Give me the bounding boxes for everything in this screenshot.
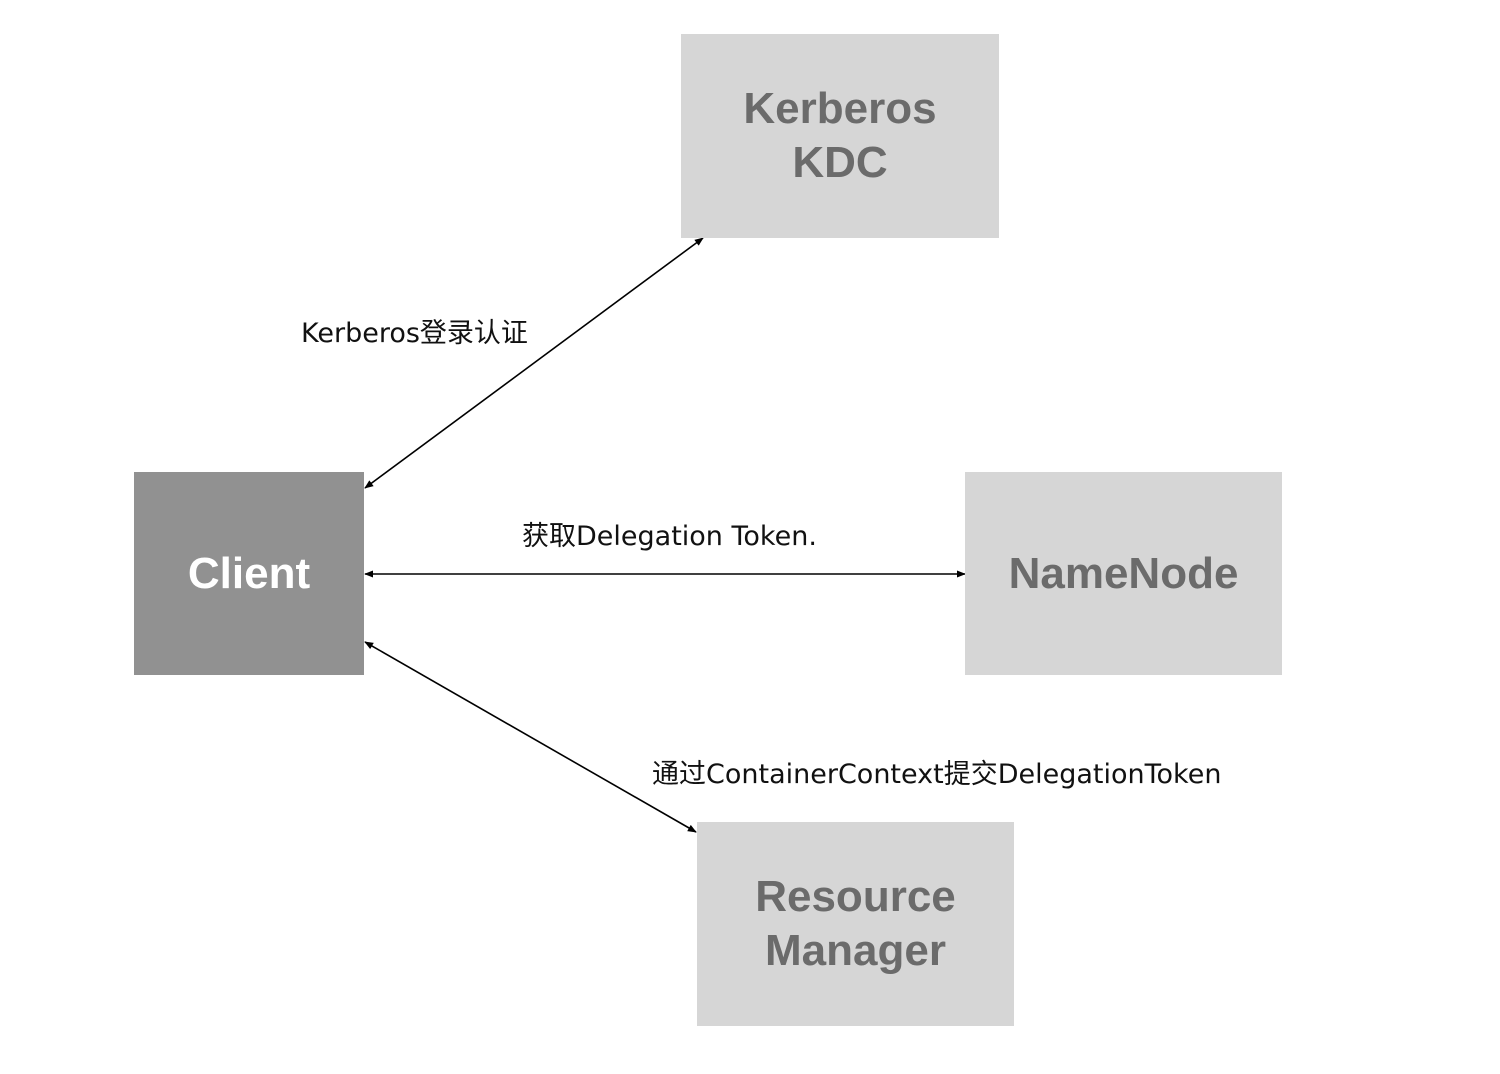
kerberos-kdc-node: Kerberos KDC: [681, 34, 999, 238]
resource-manager-node: Resource Manager: [697, 822, 1014, 1026]
edge-label-submit-delegation-token: 通过ContainerContext提交DelegationToken: [652, 759, 1222, 790]
resource-manager-label-line1: Resource: [755, 872, 956, 921]
client-node: Client: [134, 472, 364, 675]
client-label: Client: [187, 548, 311, 598]
resource-manager-label-line2: Manager: [765, 926, 946, 975]
kdc-label-line2: KDC: [792, 138, 888, 187]
kdc-label-line1: Kerberos: [743, 84, 937, 133]
edge-label-kerberos-login: Kerberos登录认证: [301, 318, 528, 349]
edge-label-get-delegation-token: 获取Delegation Token.: [522, 521, 817, 552]
namenode-node: NameNode: [965, 472, 1282, 675]
edge-client-resource-manager: [364, 641, 697, 833]
namenode-label: NameNode: [1008, 548, 1239, 598]
edge-client-kdc: [364, 237, 704, 489]
